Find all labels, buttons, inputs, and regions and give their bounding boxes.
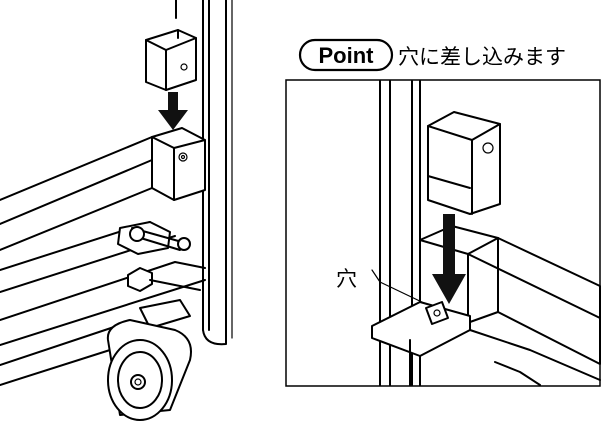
- point-caption: 穴に差し込みます: [398, 45, 566, 69]
- hole: [425, 301, 449, 325]
- down-arrow-detail: [432, 214, 466, 304]
- point-heading: Point 穴に差し込みます: [298, 38, 566, 72]
- detail-cap-bracket: [427, 111, 501, 215]
- hole-callout-label: 穴: [336, 267, 357, 291]
- down-arrow-left: [158, 92, 188, 130]
- bolts: [127, 226, 201, 292]
- point-badge-text: Point: [319, 43, 375, 68]
- left-assembly-view: [0, 0, 233, 421]
- detail-view: 穴: [285, 79, 601, 387]
- horizontal-tube: [0, 127, 206, 251]
- vertical-post: [175, 0, 233, 346]
- caster-wheel: [106, 299, 192, 421]
- point-badge: [298, 38, 394, 72]
- hole-callout-leader: [371, 269, 427, 305]
- cap-bracket: [145, 29, 197, 91]
